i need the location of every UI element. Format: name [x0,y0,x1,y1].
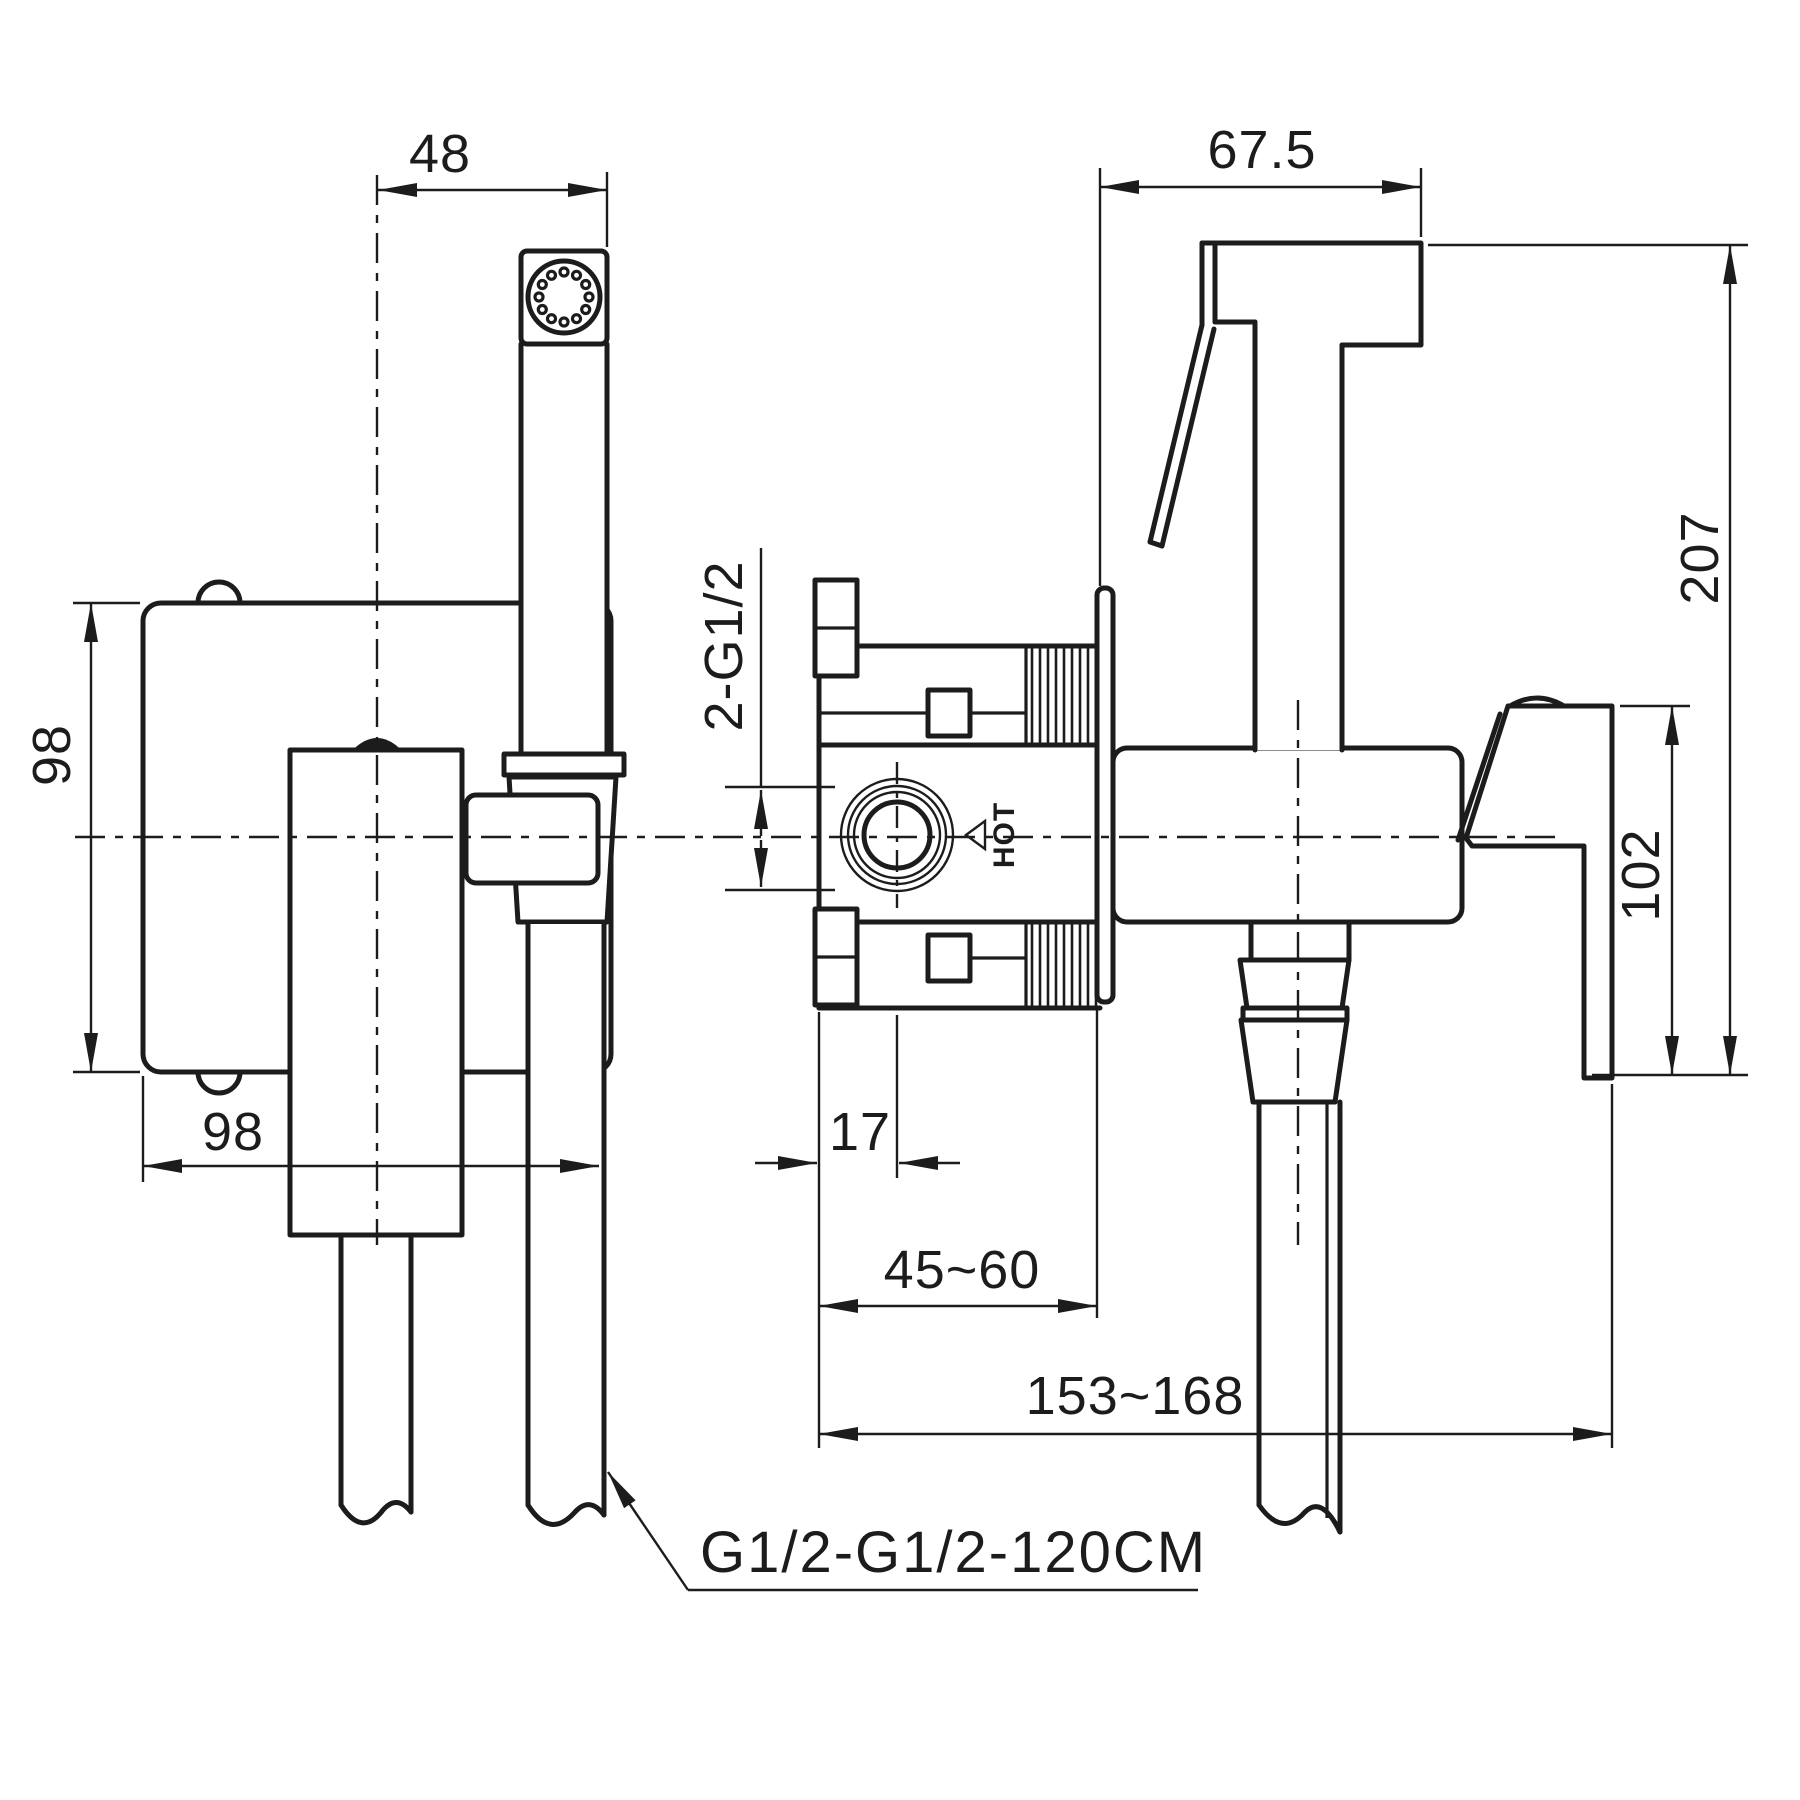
shower-hose-front [525,919,607,1527]
dim-153-168: 153~168 [819,1084,1614,1448]
svg-text:207: 207 [1670,511,1730,604]
set-screw-top [925,687,973,739]
dim-17: 17 [755,1012,960,1448]
supply-hose-front [338,1232,414,1526]
svg-text:2-G1/2: 2-G1/2 [694,560,754,731]
svg-text:17: 17 [829,1102,891,1162]
svg-text:67.5: 67.5 [1207,120,1316,180]
hose-spec-callout: G1/2-G1/2-120CM [607,1471,1207,1592]
sprayer-body-side [1110,745,1465,925]
hot-label: HOT [988,802,1021,868]
dim-98-height: 98 [22,601,140,1074]
dim-102: 102 [1611,704,1690,1075]
dim-48: 48 [378,124,609,247]
set-screw-bottom [925,932,973,984]
valve-body-side: HOT [812,577,1103,1011]
hot-arrow-icon [963,818,987,852]
dim-98-width: 98 [141,1076,599,1182]
svg-text:102: 102 [1611,828,1671,921]
spray-nozzle-dots [533,266,595,328]
front-view [140,248,627,1527]
svg-text:48: 48 [409,124,471,184]
dimension-annotations: 48 67.5 98 98 207 102 [22,120,1748,1592]
svg-text:45~60: 45~60 [884,1240,1041,1300]
dim-207: 207 [1428,243,1748,1077]
mixer-handle [1455,695,1615,1081]
svg-text:153~168: 153~168 [1026,1366,1245,1426]
side-view: HOT [812,240,1615,1535]
handshower-head [518,248,610,347]
hose-connector-side [1237,919,1352,1105]
dim-67-5: 67.5 [1098,120,1423,586]
inlet-threads-bottom [1030,924,1098,1006]
svg-text:98: 98 [202,1102,264,1162]
shower-hose-side [1256,1099,1343,1535]
dim-2-g12: 2-G1/2 [694,548,835,892]
hose-spec-label: G1/2-G1/2-120CM [700,1520,1207,1585]
handshower-wand [518,340,610,757]
inlet-threads-top [1030,648,1098,743]
svg-text:98: 98 [22,724,82,786]
trigger-lever [1147,322,1217,549]
sprayer-barrel [1252,319,1345,753]
wand-holder [463,751,627,925]
dim-45-60: 45~60 [819,1006,1099,1318]
centerlines [75,175,1560,1245]
sprayer-head-side [1199,240,1424,348]
